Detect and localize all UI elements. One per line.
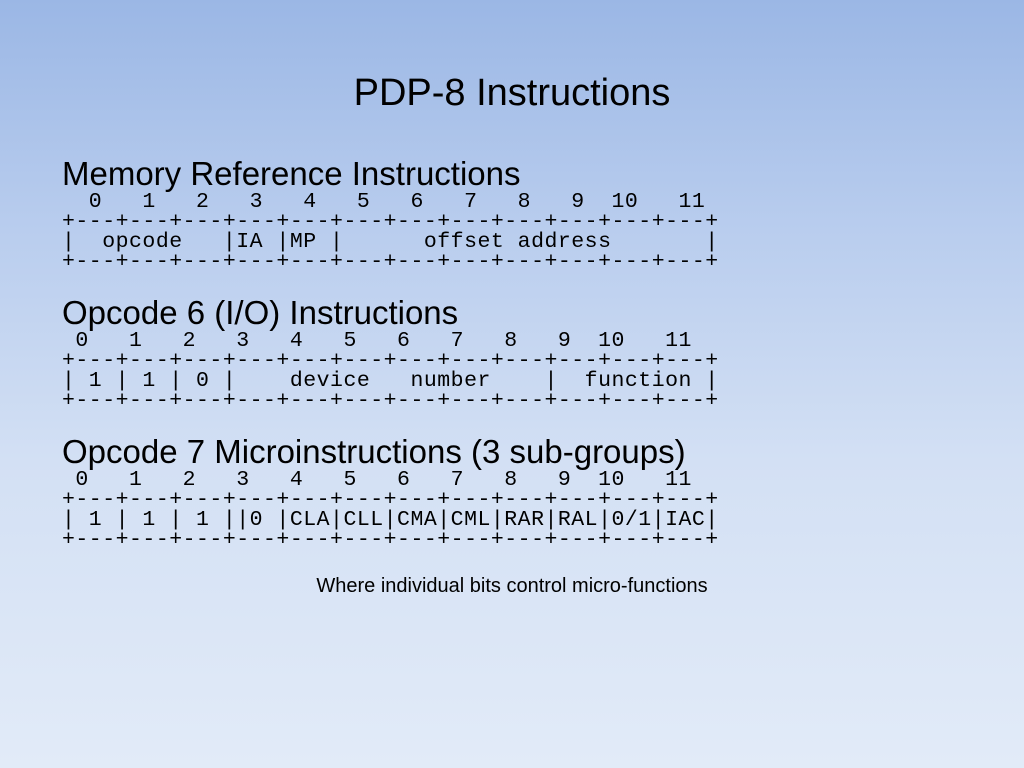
diagram-border-bottom: +---+---+---+---+---+---+---+---+---+---…	[62, 389, 719, 413]
diagram-border-bottom: +---+---+---+---+---+---+---+---+---+---…	[62, 528, 719, 552]
slide-title: PDP-8 Instructions	[353, 72, 671, 114]
bit-number-row: 0 1 2 3 4 5 6 7 8 9 10 11	[62, 190, 706, 214]
diagram-border-top: +---+---+---+---+---+---+---+---+---+---…	[62, 349, 719, 373]
bit-number-row: 0 1 2 3 4 5 6 7 8 9 10 11	[62, 329, 692, 353]
section-memory-reference: Memory Reference Instructions 0 1 2 3 4 …	[62, 155, 962, 274]
diagram-fields: | 1 | 1 | 0 | device number | function |	[62, 369, 719, 393]
slide-note: Where individual bits control micro-func…	[316, 575, 708, 597]
section-opcode-7-microinstructions: Opcode 7 Microinstructions (3 sub-groups…	[62, 433, 962, 552]
diagram-border-top: +---+---+---+---+---+---+---+---+---+---…	[62, 488, 719, 512]
diagram-border-bottom: +---+---+---+---+---+---+---+---+---+---…	[62, 250, 719, 274]
diagram-fields: | 1 | 1 | 1 ||0 |CLA|CLL|CMA|CML|RAR|RAL…	[62, 508, 719, 532]
section-heading: Opcode 6 (I/O) Instructions	[62, 294, 459, 331]
diagram-fields: | opcode |IA |MP | offset address |	[62, 230, 719, 254]
section-heading: Opcode 7 Microinstructions (3 sub-groups…	[62, 433, 686, 470]
diagram-border-top: +---+---+---+---+---+---+---+---+---+---…	[62, 210, 719, 234]
section-heading: Memory Reference Instructions	[62, 155, 521, 192]
section-opcode-6-io: Opcode 6 (I/O) Instructions 0 1 2 3 4 5 …	[62, 294, 962, 413]
bit-number-row: 0 1 2 3 4 5 6 7 8 9 10 11	[62, 468, 692, 492]
